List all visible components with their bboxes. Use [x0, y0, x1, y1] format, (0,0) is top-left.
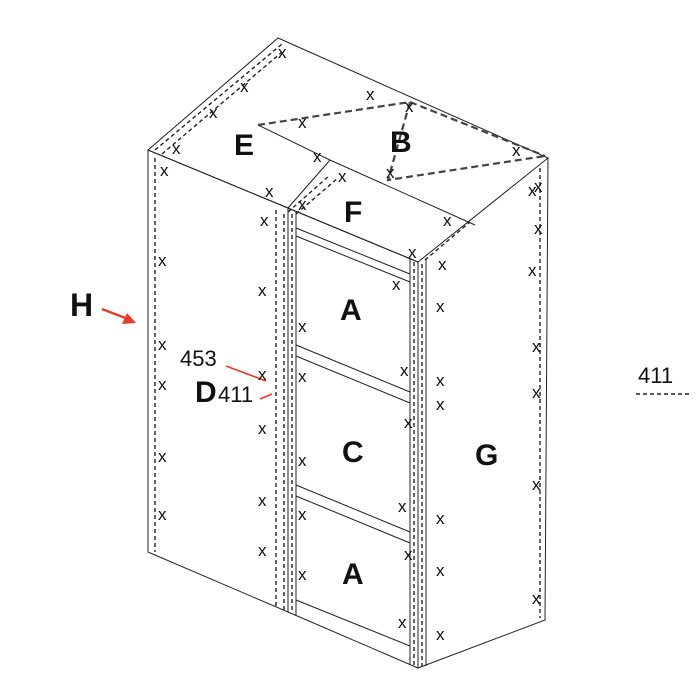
- seam-top-f: [287, 174, 331, 213]
- legend-label: 411: [638, 363, 673, 388]
- fastener-mark: x: [298, 451, 307, 470]
- fastener-mark: x: [405, 97, 414, 116]
- fastener-mark: x: [436, 297, 445, 316]
- fastener-mark: x: [436, 509, 445, 528]
- left-side-outline: [147, 150, 289, 613]
- fastener-mark: x: [532, 337, 541, 356]
- panel-label-b: B: [390, 126, 412, 159]
- shelf-bottom-1: [295, 599, 411, 647]
- panel-label-h: H: [70, 287, 93, 323]
- seam-panel-b-2: [409, 100, 546, 158]
- fastener-mark: x: [528, 181, 537, 200]
- panel-label-a-bottom: A: [342, 558, 364, 591]
- panel-labels: E B F A C A D G H: [70, 126, 498, 591]
- fastener-mark: x: [532, 589, 541, 608]
- bottom-front-edge: [287, 611, 419, 669]
- top-front-edge: [147, 149, 289, 209]
- fastener-mark: x: [532, 383, 541, 402]
- seam-panel-b: [257, 100, 546, 182]
- shelf-low-2: [295, 495, 411, 544]
- fastener-mark: x: [398, 497, 407, 516]
- fastener-mark: x: [209, 103, 218, 122]
- top-front-edge-2: [287, 207, 419, 263]
- fastener-mark: x: [298, 565, 307, 584]
- fastener-mark: x: [400, 361, 409, 380]
- dashed-seams: [154, 43, 546, 666]
- fastener-mark: x: [158, 447, 167, 466]
- fastener-mark: x: [313, 147, 322, 166]
- fastener-mark: x: [158, 335, 167, 354]
- shelf-top-1: [295, 227, 411, 275]
- fastener-mark: x: [298, 195, 307, 214]
- panel-label-c: C: [342, 436, 364, 469]
- fastener-mark: x: [172, 139, 181, 158]
- callout-411: 411: [218, 382, 253, 407]
- fastener-mark: x: [408, 243, 417, 262]
- fastener-mark: x: [298, 113, 307, 132]
- panel-label-d: D: [195, 376, 217, 409]
- fastener-mark: x: [438, 255, 447, 274]
- fastener-mark: x: [534, 177, 543, 196]
- seam-top-left: [154, 43, 283, 151]
- seam-top-f-2: [295, 177, 339, 215]
- panel-label-e: E: [234, 129, 254, 162]
- legend: 411: [636, 363, 690, 395]
- fastener-mark: x: [298, 317, 307, 336]
- fastener-mark: x: [392, 275, 401, 294]
- fastener-mark: x: [158, 505, 167, 524]
- fastener-mark: x: [404, 413, 413, 432]
- fastener-mark: x: [534, 219, 543, 238]
- fastener-mark: x: [278, 43, 287, 62]
- fastener-mark: x: [512, 141, 521, 160]
- fastener-mark: x: [258, 541, 267, 560]
- shelf-top-2: [295, 235, 411, 283]
- fastener-mark: x: [158, 251, 167, 270]
- fastener-mark: x: [298, 505, 307, 524]
- fastener-mark: x: [258, 365, 267, 384]
- fastener-mark: x: [443, 211, 452, 230]
- fastener-mark: x: [260, 211, 269, 230]
- right-side-outline: [417, 157, 549, 669]
- fastener-mark: x: [160, 161, 169, 180]
- fastener-mark: x: [298, 367, 307, 386]
- callout-453: 453: [180, 346, 217, 371]
- callouts: 453 411: [180, 346, 273, 407]
- arrow-h-icon: [101, 307, 136, 324]
- panel-label-f: F: [344, 196, 362, 229]
- shelf-mid-2: [295, 355, 411, 404]
- panel-label-g: G: [475, 439, 498, 472]
- panel-label-a-top: A: [340, 294, 362, 327]
- fastener-mark: x: [366, 85, 375, 104]
- cabinet-outline: [147, 37, 549, 669]
- seam-top-right: [424, 221, 471, 261]
- seam-top-left-2: [161, 51, 283, 155]
- fastener-mark: x: [258, 491, 267, 510]
- fastener-mark: x: [158, 375, 167, 394]
- fastener-mark: x: [528, 261, 537, 280]
- fastener-mark: x: [258, 281, 267, 300]
- top-divider-2: [329, 159, 476, 226]
- fastener-mark: x: [404, 545, 413, 564]
- fastener-mark: x: [436, 395, 445, 414]
- fastener-mark: x: [386, 163, 395, 182]
- fastener-mark: x: [240, 77, 249, 96]
- fastener-mark: x: [436, 561, 445, 580]
- shelves: [295, 227, 411, 647]
- fastener-mark: x: [258, 419, 267, 438]
- fastener-mark: x: [532, 475, 541, 494]
- fastener-mark: x: [436, 625, 445, 644]
- fastener-mark: x: [265, 182, 274, 201]
- fastener-mark: x: [436, 371, 445, 390]
- callout-453-leader: [225, 365, 267, 382]
- fastener-mark: x: [398, 613, 407, 632]
- callout-411-leader: [259, 393, 273, 400]
- fastener-mark: x: [338, 167, 347, 186]
- shelf-low-1: [295, 484, 411, 533]
- shelf-mid-1: [295, 344, 411, 393]
